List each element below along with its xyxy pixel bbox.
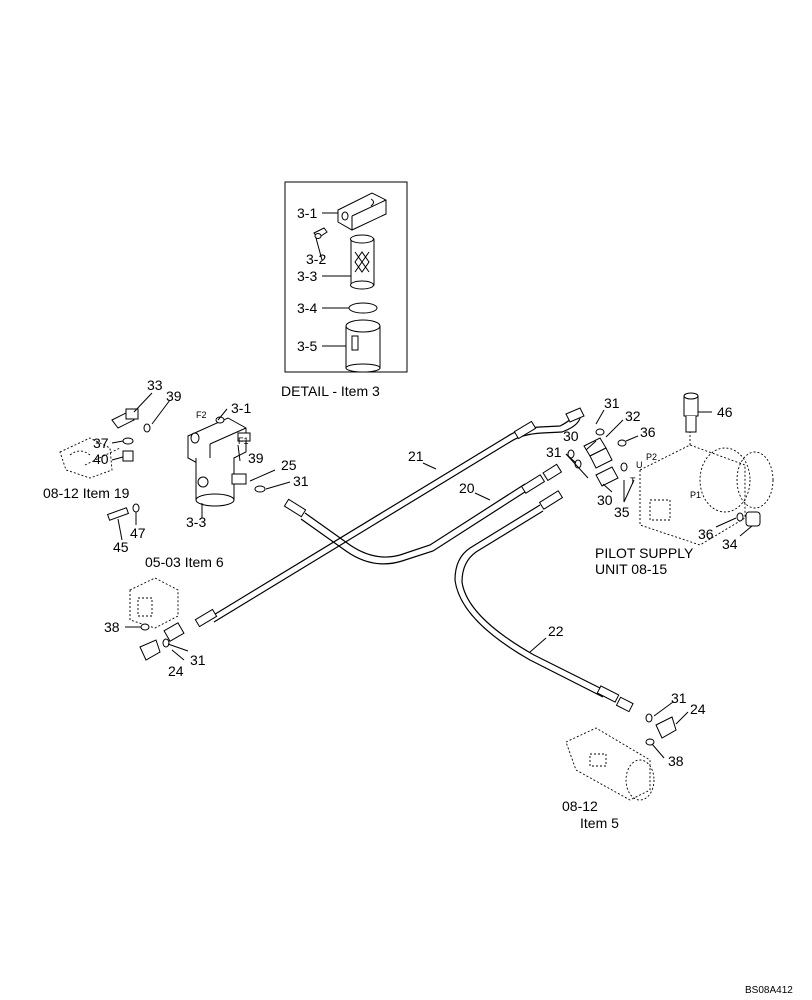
callout-32: 32 (625, 408, 641, 424)
hose-21 (194, 407, 585, 628)
detail-label-3-1: 3-1 (297, 205, 317, 221)
detail-frame (284, 181, 408, 373)
callout-35: 35 (614, 504, 630, 520)
port-label-p1: P1 (690, 490, 701, 500)
bolt-45 (106, 507, 130, 521)
callout-31-lower-right: 31 (671, 690, 687, 706)
callout-39-top: 39 (166, 388, 182, 404)
detail-label-3-3: 3-3 (297, 268, 317, 284)
callout-37: 37 (93, 435, 109, 451)
washer-47 (132, 503, 140, 513)
ref-label-item6: 05-03 Item 6 (145, 554, 224, 570)
filter-element-detail (350, 234, 375, 290)
callout-31-mid-right: 31 (546, 444, 562, 460)
pilot-supply-label-line1: PILOT SUPPLY (595, 545, 694, 561)
ref-block-item19 (59, 437, 121, 479)
detail-label-3-2: 3-2 (306, 251, 326, 267)
callout-22: 22 (548, 623, 564, 639)
callout-36-lower: 36 (698, 526, 714, 542)
drawing-code: BS08A412 (745, 985, 793, 996)
callout-31-upper-right: 31 (604, 395, 620, 411)
callout-38-left: 38 (104, 619, 120, 635)
hose-22 (454, 490, 634, 713)
port-label-f1: F1 (238, 436, 249, 446)
port-label-u: U (636, 460, 643, 470)
callout-30-lower: 30 (597, 492, 613, 508)
callout-24-left: 24 (168, 663, 184, 679)
callout-47: 47 (130, 525, 146, 541)
oring-detail (348, 302, 378, 314)
ref-block-item5 (565, 727, 655, 801)
filter-head-detail (337, 192, 387, 231)
callout-3-1: 3-1 (231, 400, 251, 416)
ref-label-item19: 08-12 Item 19 (43, 485, 130, 501)
screw-detail (313, 227, 328, 239)
callout-38-right: 38 (668, 753, 684, 769)
leader-lines (111, 392, 753, 759)
callout-46: 46 (717, 404, 733, 420)
callout-34: 34 (722, 536, 738, 552)
ref-block-item6 (129, 577, 179, 629)
detail-box: 3-1 3-2 3-3 3-4 3-5 (284, 181, 408, 373)
callout-33: 33 (147, 377, 163, 393)
callout-20: 20 (459, 480, 475, 496)
callout-31-left: 31 (190, 652, 206, 668)
port-label-p2: P2 (646, 452, 657, 462)
oring-31-filter (254, 485, 266, 493)
callout-21: 21 (408, 448, 424, 464)
ref-label-item5-line2: Item 5 (580, 815, 619, 831)
callout-25: 25 (281, 457, 297, 473)
callout-3-3: 3-3 (186, 514, 206, 530)
callout-45: 45 (113, 539, 129, 555)
callout-31-filter: 31 (293, 473, 309, 489)
detail-label-3-4: 3-4 (297, 300, 317, 316)
detail-caption: DETAIL - Item 3 (281, 383, 380, 399)
elbow-24-right (645, 713, 677, 746)
filter-bowl-detail (345, 319, 381, 373)
ref-label-item5-line1: 08-12 (562, 798, 598, 814)
elbow-24-left (139, 622, 185, 661)
hose-20 (283, 463, 563, 565)
filter-assembly: F2 F1 (187, 410, 251, 507)
callout-30-upper: 30 (563, 428, 579, 444)
callout-36-upper: 36 (640, 424, 656, 440)
pilot-supply-label-line2: UNIT 08-15 (595, 561, 667, 577)
callout-24-right: 24 (690, 701, 706, 717)
port-label-f2: F2 (196, 410, 207, 420)
callout-40: 40 (93, 451, 109, 467)
elbow-33 (111, 408, 151, 462)
callout-39-mid: 39 (248, 450, 264, 466)
detail-label-3-5: 3-5 (297, 338, 317, 354)
